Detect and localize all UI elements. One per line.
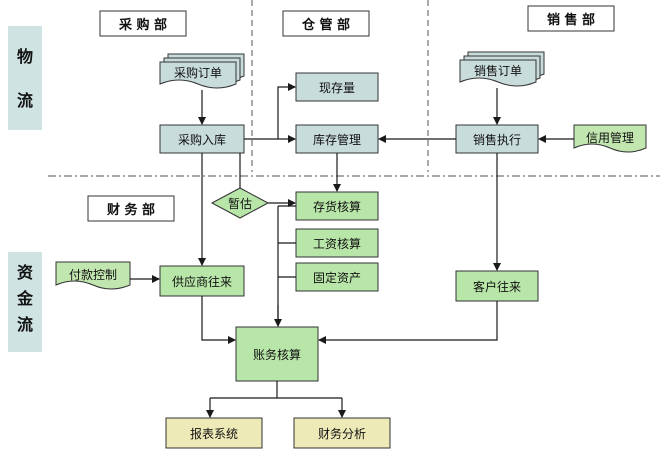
logistics-band-label-2: 流 xyxy=(17,91,33,110)
fixed-assets-label: 固定资产 xyxy=(313,270,361,285)
dept-purchase-label: 采 购 部 xyxy=(118,17,167,33)
report-system-box xyxy=(165,417,263,449)
arrow-supplier-to-ledger xyxy=(201,296,236,344)
supplier-acct-label: 供应商往来 xyxy=(172,274,232,289)
customer-acct-label: 客户往来 xyxy=(473,279,521,294)
logistics-band xyxy=(8,26,42,130)
report-system-label: 报表系统 xyxy=(190,426,238,441)
arrow-customer-to-ledger xyxy=(318,301,498,344)
ledger-label: 账务核算 xyxy=(253,347,301,362)
fixed-assets-box xyxy=(295,262,379,292)
dept-purchase-box xyxy=(99,10,187,37)
purchase-order-label: 采购订单 xyxy=(174,65,222,80)
payroll-label: 工资核算 xyxy=(313,236,361,251)
fin-analysis-box xyxy=(293,417,391,449)
cashflow-band-label-3: 流 xyxy=(17,315,33,334)
estimate-label: 暂估 xyxy=(228,197,252,211)
dept-warehouse-box xyxy=(282,10,370,37)
dept-warehouse-label: 仓 管 部 xyxy=(301,17,350,33)
dept-sales-box xyxy=(527,5,615,32)
cashflow-band-label-2: 金 xyxy=(16,289,34,308)
inventory-mgmt-box xyxy=(295,124,379,154)
credit-mgmt-label: 信用管理 xyxy=(586,130,634,145)
logistics-band-label-1: 物 xyxy=(17,47,33,66)
inventory-mgmt-label: 库存管理 xyxy=(313,132,361,147)
payment-ctrl-document xyxy=(55,261,131,290)
customer-acct-box xyxy=(455,270,539,302)
current-stock-label: 现存量 xyxy=(319,81,355,95)
current-stock-box xyxy=(295,72,379,102)
cashflow-band xyxy=(8,252,42,352)
dept-finance-label: 财 务 部 xyxy=(107,202,155,218)
sales-order-label: 销售订单 xyxy=(474,63,522,78)
inventory-acct-box xyxy=(295,191,379,221)
arrow-inventory-to-current-stock xyxy=(277,83,296,139)
sales-exec-label: 销售执行 xyxy=(473,132,521,147)
purchase-order-document: 采购订单 xyxy=(159,53,245,89)
fin-analysis-label: 财务分析 xyxy=(318,426,366,441)
inventory-acct-label: 存货核算 xyxy=(313,199,361,214)
dept-finance-box xyxy=(87,195,175,222)
purchase-in-label: 采购入库 xyxy=(178,132,226,147)
credit-mgmt-document xyxy=(573,124,647,153)
payment-ctrl-label: 付款控制 xyxy=(69,268,117,282)
dept-sales-label: 销 售 部 xyxy=(547,12,595,28)
ledger-box xyxy=(235,326,319,382)
cashflow-band-label-1: 资 xyxy=(17,263,33,282)
sales-order-document: 销售订单 xyxy=(459,51,545,87)
